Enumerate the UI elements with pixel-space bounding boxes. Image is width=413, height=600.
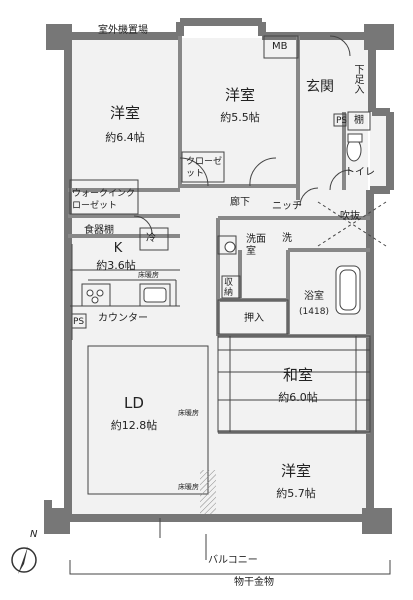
- outer-walls: [64, 18, 394, 522]
- drying-rack-label: 物干金物: [234, 577, 274, 588]
- walkin-closet-label: ウォークインクローゼット: [72, 189, 136, 211]
- closet-label: クローゼット: [186, 157, 223, 179]
- ps-kitchen-label: PS: [73, 317, 85, 327]
- counter-label: カウンター: [98, 313, 148, 324]
- fridge-label: 冷: [146, 233, 156, 244]
- balcony-label: バルコニー: [208, 555, 258, 566]
- pantry-label: 食器棚: [84, 225, 114, 236]
- western-room-2-area: 約5.5帖: [220, 111, 260, 124]
- western-room-3-name: 洋室: [280, 462, 312, 480]
- ld-name: LD: [124, 394, 144, 412]
- japanese-room-area: 約6.0帖: [278, 391, 318, 404]
- washroom-label: 洗面室: [246, 234, 266, 257]
- heater-hatch: [200, 470, 216, 514]
- toilet-label: トイレ: [345, 167, 375, 178]
- compass-icon: [11, 546, 37, 574]
- compass-north-label: N: [30, 529, 38, 540]
- thin-lines: [69, 35, 391, 575]
- void-label: 吹抜: [340, 211, 360, 222]
- shelf-label: 棚: [354, 115, 364, 126]
- japanese-room-name: 和室: [282, 366, 314, 384]
- western-room-1-area: 約6.4帖: [105, 131, 145, 144]
- western-room-1-name: 洋室: [109, 104, 141, 122]
- kitchen-name: K: [113, 241, 123, 256]
- floor-heat-1-label: 床暖房: [138, 271, 159, 279]
- door-swings: [133, 35, 351, 235]
- niche-label: ニッチ: [272, 201, 302, 212]
- bath-label: 浴室: [304, 291, 324, 302]
- western-room-3-area: 約5.7帖: [276, 487, 316, 500]
- entrance-label: 玄関: [306, 79, 334, 95]
- outdoor-unit-label: 室外機置場: [98, 25, 148, 36]
- bath-size-label: (1418): [299, 307, 329, 317]
- mb-label: MB: [272, 41, 288, 52]
- floor-heat-3-label: 床暖房: [178, 483, 199, 491]
- ps-top-label: PS: [336, 116, 348, 126]
- column-blocks: [44, 24, 394, 534]
- oshiire-label: 押入: [244, 313, 264, 324]
- fixtures: [86, 133, 363, 315]
- ld-area: 約12.8帖: [110, 419, 158, 432]
- floor-heat-2-label: 床暖房: [178, 409, 199, 417]
- storage-label: 収納: [224, 278, 234, 298]
- shoe-closet-label: 下足入: [352, 64, 363, 94]
- hallway-label: 廊下: [230, 197, 250, 208]
- kitchen-area: 約3.6帖: [96, 259, 136, 272]
- laundry-label: 洗: [282, 233, 292, 244]
- western-room-2-name: 洋室: [224, 86, 256, 104]
